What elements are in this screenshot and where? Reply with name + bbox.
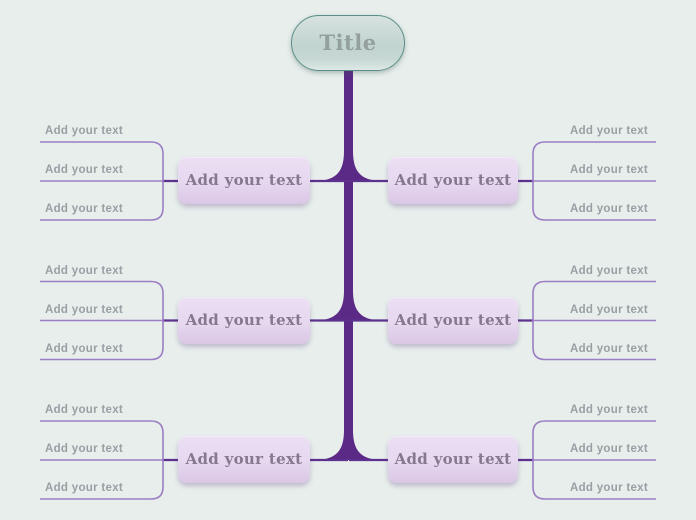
leaf-label[interactable]: Add your text bbox=[45, 164, 124, 176]
junction-flare bbox=[353, 430, 383, 460]
leaf-bracket-right bbox=[532, 420, 656, 500]
leaf-bracket-left bbox=[40, 141, 164, 221]
title-node[interactable]: Title bbox=[291, 15, 405, 71]
branch-node[interactable]: Add your text bbox=[388, 297, 518, 344]
leaf-label[interactable]: Add your text bbox=[45, 203, 124, 215]
leaf-label[interactable]: Add your text bbox=[569, 164, 648, 176]
branch-node[interactable]: Add your text bbox=[178, 157, 310, 204]
leaf-bracket-left bbox=[40, 420, 164, 500]
junction-flare bbox=[314, 290, 344, 321]
leaf-bracket-right bbox=[532, 141, 656, 221]
leaf-label[interactable]: Add your text bbox=[569, 203, 648, 215]
branch-node[interactable]: Add your text bbox=[388, 436, 518, 483]
junction-flare bbox=[314, 430, 344, 460]
leaf-label[interactable]: Add your text bbox=[569, 482, 648, 494]
leaf-label[interactable]: Add your text bbox=[569, 265, 648, 277]
branch-node[interactable]: Add your text bbox=[178, 436, 310, 483]
leaf-label[interactable]: Add your text bbox=[569, 304, 648, 316]
branch-node[interactable]: Add your text bbox=[178, 297, 310, 344]
junction-flare bbox=[314, 151, 344, 181]
leaf-label[interactable]: Add your text bbox=[45, 482, 124, 494]
leaf-label[interactable]: Add your text bbox=[569, 125, 648, 137]
leaf-label[interactable]: Add your text bbox=[569, 343, 648, 355]
leaf-bracket-left bbox=[40, 280, 164, 361]
leaf-label[interactable]: Add your text bbox=[45, 404, 124, 416]
junction-flare bbox=[353, 151, 383, 181]
leaf-bracket-right bbox=[532, 280, 656, 361]
junction-flare bbox=[353, 290, 383, 321]
branch-node[interactable]: Add your text bbox=[388, 157, 518, 204]
leaf-label[interactable]: Add your text bbox=[45, 125, 124, 137]
leaf-label[interactable]: Add your text bbox=[45, 443, 124, 455]
leaf-label[interactable]: Add your text bbox=[569, 443, 648, 455]
leaf-label[interactable]: Add your text bbox=[569, 404, 648, 416]
leaf-label[interactable]: Add your text bbox=[45, 343, 124, 355]
leaf-label[interactable]: Add your text bbox=[45, 304, 124, 316]
leaf-label[interactable]: Add your text bbox=[45, 265, 124, 277]
